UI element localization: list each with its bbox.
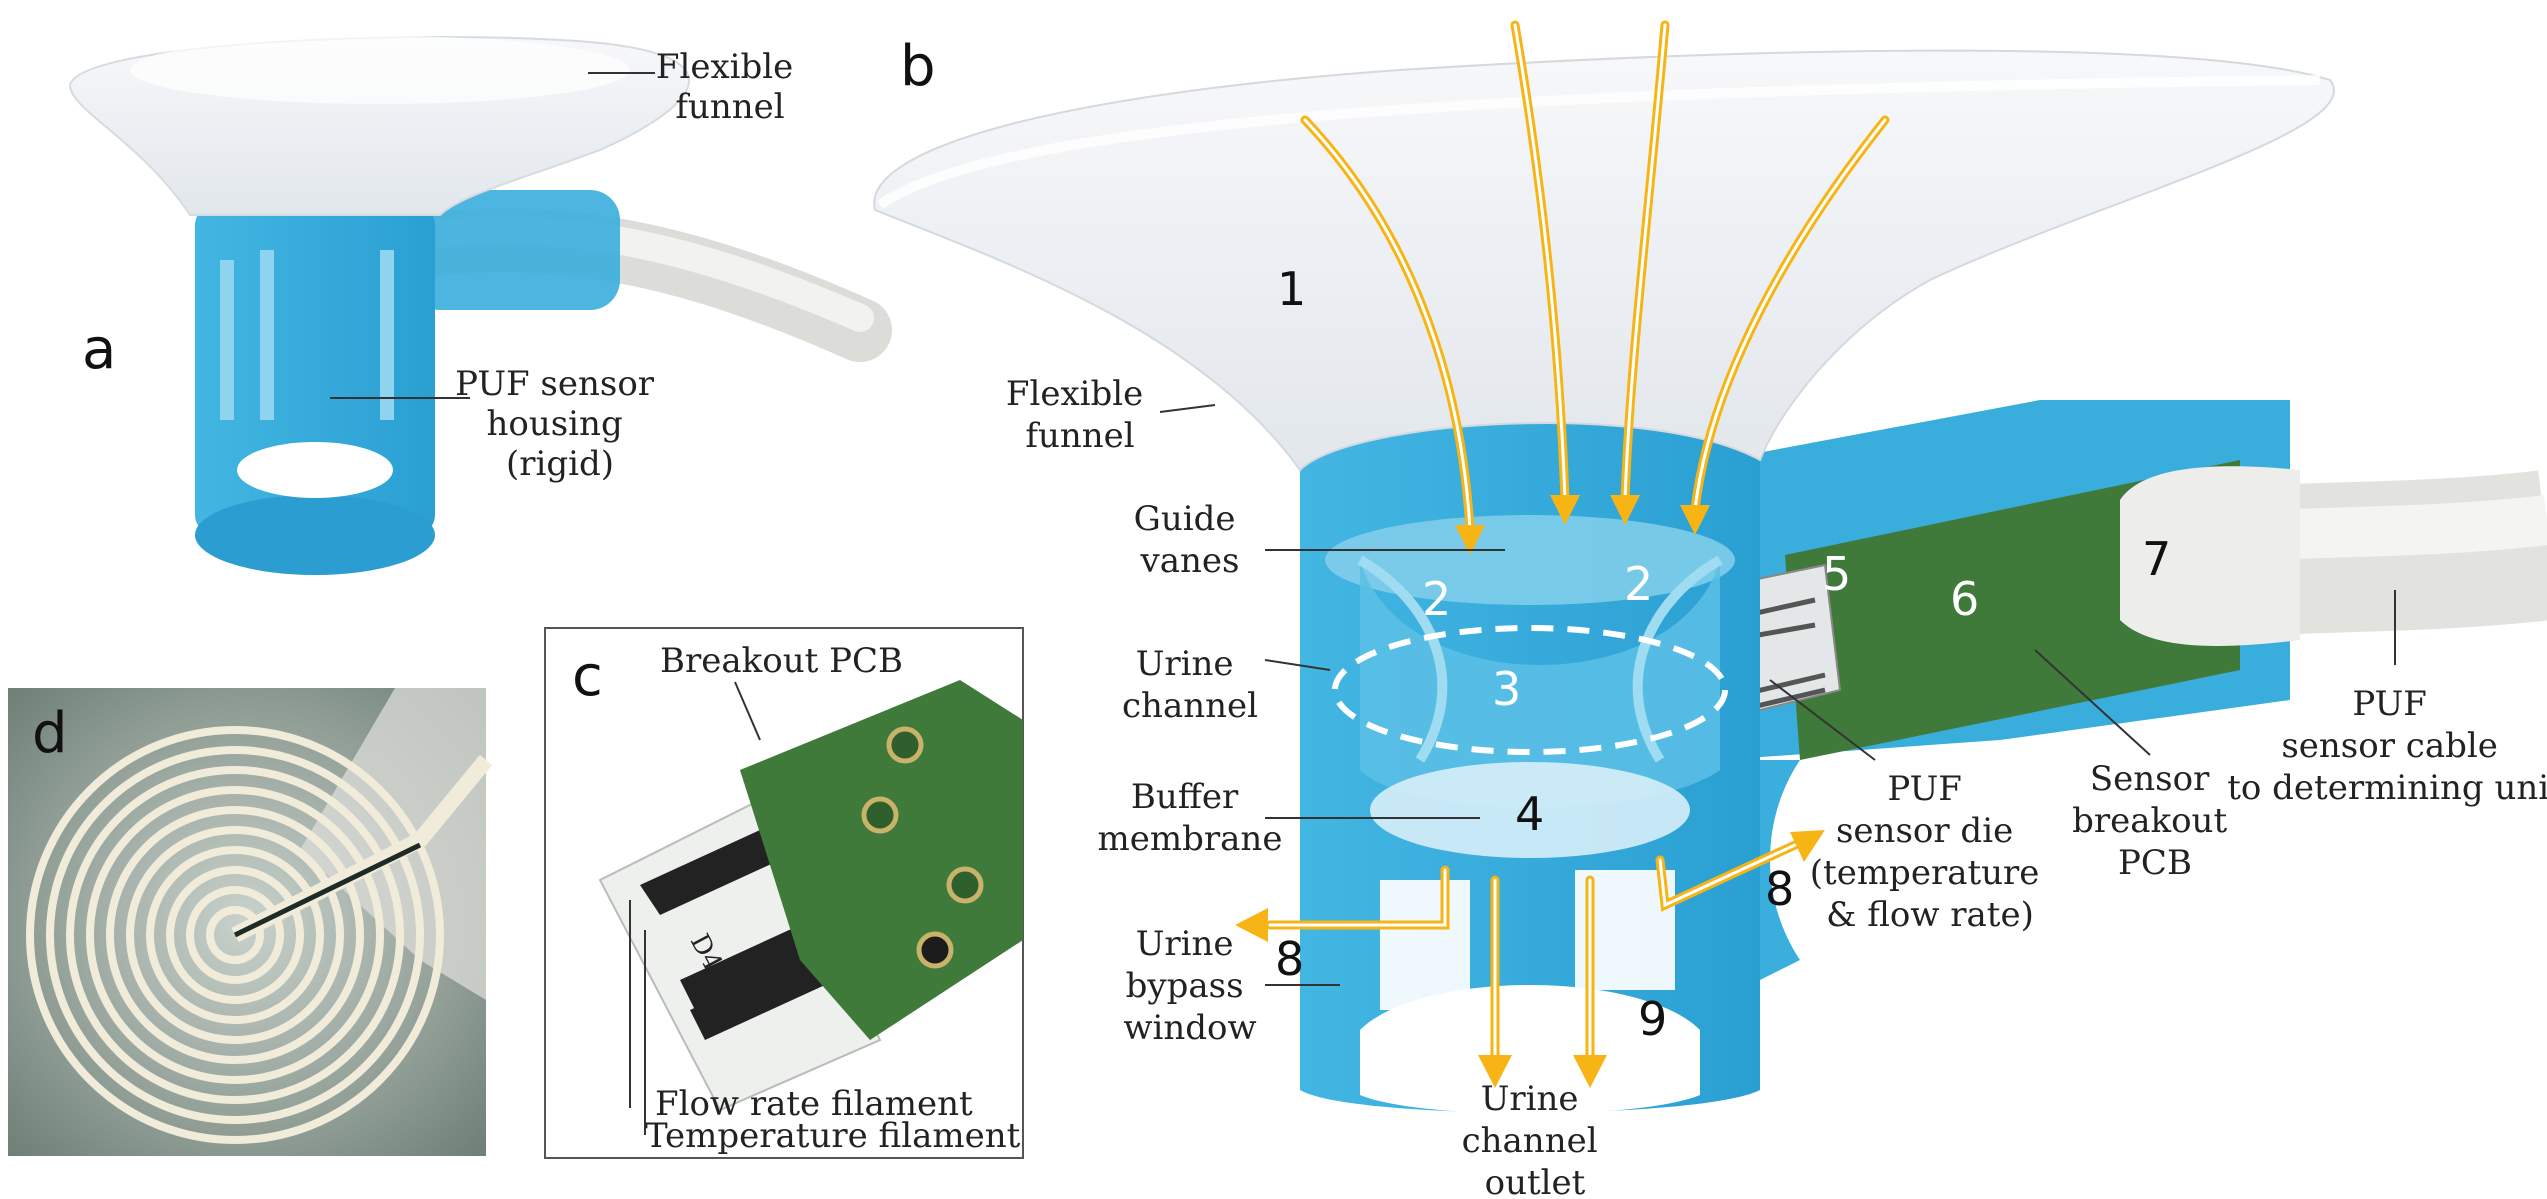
- panel-b-chamber-top: [1325, 515, 1735, 605]
- panel-label-b: b: [900, 34, 936, 99]
- panel-a-bottom-window: [237, 442, 393, 498]
- number-2-left: 2: [1422, 572, 1451, 626]
- label-urine-bypass-window: Urine bypass window: [1123, 924, 1256, 1048]
- number-7: 7: [2142, 532, 2171, 586]
- number-2-right: 2: [1624, 557, 1653, 611]
- panel-b-device: [873, 49, 2547, 1114]
- panel-d-spiral-filament: [26, 726, 444, 1144]
- panel-b-outlet: [1360, 985, 1700, 1114]
- flow-arrows-out: [1235, 830, 1825, 1088]
- panel-b-sensing-zone: [1332, 625, 1728, 755]
- panel-a-side-tube: [410, 190, 620, 310]
- panel-label-d: d: [32, 701, 68, 766]
- label-guide-vanes: Guide vanes: [1134, 499, 1247, 581]
- panel-a-device: [68, 36, 892, 575]
- number-5: 5: [1822, 547, 1851, 601]
- number-3: 3: [1492, 662, 1521, 716]
- number-1: 1: [1277, 262, 1306, 316]
- panel-label-c: c: [572, 644, 603, 709]
- panel-b-bypass-window: [1380, 880, 1470, 1010]
- label-b-flexible-funnel: Flexible funnel: [1006, 374, 1154, 456]
- panel-label-a: a: [82, 317, 116, 382]
- label-a-flexible-funnel: Flexible funnel: [656, 47, 804, 127]
- leader-c-pcb: [734, 681, 761, 741]
- label-c-temperature-filament: Temperature filament: [645, 1116, 1021, 1156]
- label-buffer-membrane: Buffer membrane: [1098, 777, 1283, 859]
- number-6: 6: [1950, 572, 1979, 626]
- number-4: 4: [1515, 787, 1544, 841]
- number-9: 9: [1638, 992, 1667, 1046]
- panel-b-buffer-membrane: [1370, 762, 1690, 858]
- panel-c-image: D4R3: [544, 627, 1024, 1159]
- label-urine-channel-outlet: Urine channel outlet: [1462, 1079, 1609, 1195]
- label-sensor-breakout-pcb: Sensor breakout PCB: [2072, 759, 2238, 883]
- leader-b-urine-channel: [1264, 659, 1331, 671]
- number-8-left: 8: [1275, 932, 1304, 986]
- flow-arrows-in: [1300, 20, 1890, 555]
- leader-b-sensor-pcb: [2034, 649, 2151, 756]
- label-a-puf-housing: PUF sensor housing (rigid): [455, 364, 665, 484]
- panel-b-funnel: [873, 49, 2335, 472]
- label-urine-channel: Urine channel: [1122, 644, 1258, 726]
- label-puf-sensor-die: PUF sensor die (temperature & flow rate): [1810, 769, 2050, 935]
- panel-b-cable-tip: [2120, 466, 2300, 646]
- label-c-breakout-pcb: Breakout PCB: [660, 641, 903, 681]
- panel-b-guide-vane-right: [1632, 555, 1723, 763]
- leader-b-funnel: [1159, 404, 1216, 413]
- panel-d-image: [8, 688, 493, 1156]
- leader-b-sensor-die: [1769, 679, 1876, 761]
- label-c-flow-rate-filament: Flow rate filament: [655, 1084, 973, 1124]
- label-puf-sensor-cable: PUF sensor cable to determining unit: [2227, 684, 2547, 808]
- number-8-right: 8: [1765, 862, 1794, 916]
- panel-b-guide-vane-left: [1357, 555, 1448, 763]
